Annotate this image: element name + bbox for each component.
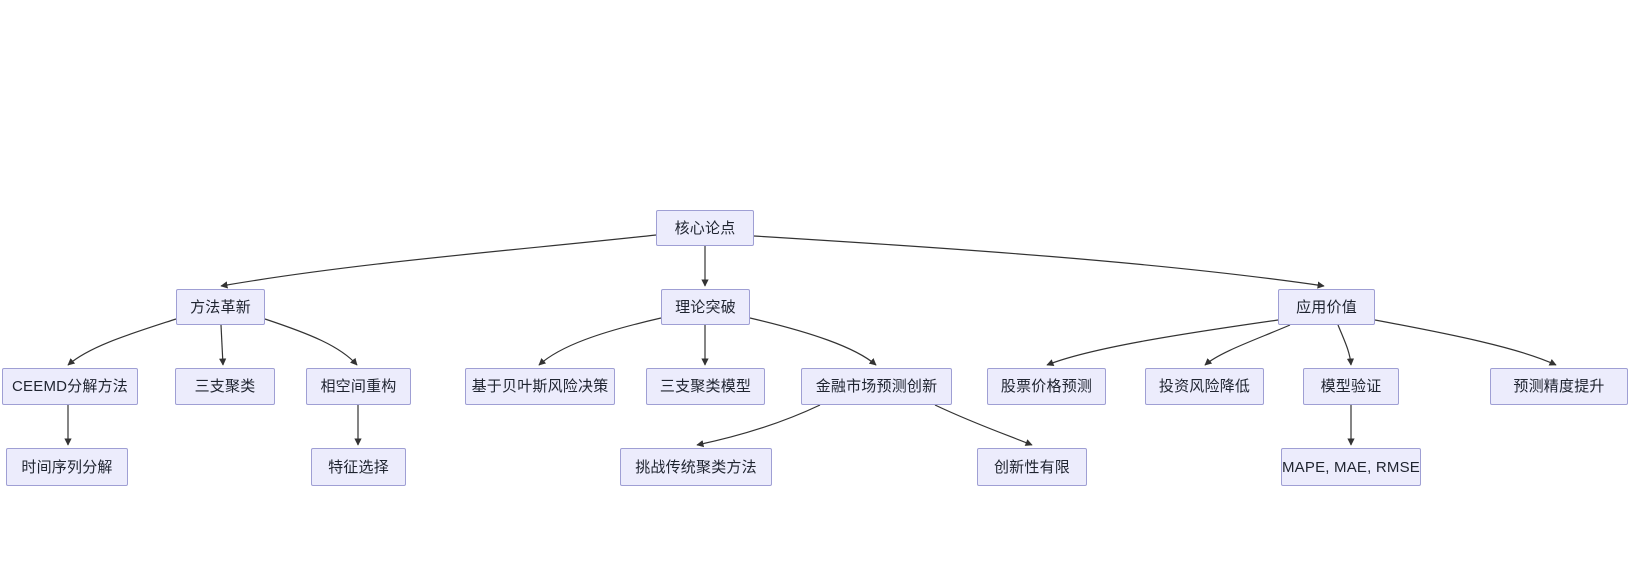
flowchart-node-label: 挑战传统聚类方法 xyxy=(635,458,757,476)
flowchart-edge-root-to-method xyxy=(220,234,657,289)
flowchart-node-label: 模型验证 xyxy=(1320,378,1382,395)
flowchart-node-validate[interactable]: 模型验证 xyxy=(1303,368,1399,405)
flowchart-node-label: 预测精度提升 xyxy=(1513,378,1605,395)
flowchart-edge-finance-to-challenge xyxy=(696,404,821,448)
flowchart-node-label: 投资风险降低 xyxy=(1158,378,1251,395)
flowchart-node-risk[interactable]: 投资风险降低 xyxy=(1145,368,1264,405)
flowchart-node-stock[interactable]: 股票价格预测 xyxy=(987,368,1106,405)
flowchart-node-theory[interactable]: 理论突破 xyxy=(661,289,750,325)
flowchart-node-label: 股票价格预测 xyxy=(1000,378,1093,395)
flowchart-edge-theory-to-finance xyxy=(749,317,877,366)
flowchart-edge-value-to-stock xyxy=(1046,319,1279,366)
flowchart-node-label: 特征选择 xyxy=(328,458,389,476)
flowchart-node-feature[interactable]: 特征选择 xyxy=(311,448,406,486)
flowchart-node-bayes[interactable]: 基于贝叶斯风险决策 xyxy=(465,368,615,405)
flowchart-node-label: CEEMD分解方法 xyxy=(12,378,128,395)
flowchart-node-label: 应用价值 xyxy=(1296,298,1357,316)
flowchart-edge-method-to-ceemd xyxy=(67,318,177,366)
flowchart-edge-method-to-threeway xyxy=(219,324,227,366)
flowchart-node-twmodel[interactable]: 三支聚类模型 xyxy=(646,368,765,405)
flowchart-node-label: 三支聚类 xyxy=(194,378,256,395)
flowchart-edge-root-to-value xyxy=(753,235,1325,289)
flowchart-node-label: 时间序列分解 xyxy=(21,458,113,476)
flowchart-node-label: 核心论点 xyxy=(674,219,736,237)
flowchart-node-label: 创新性有限 xyxy=(993,458,1070,476)
flowchart-node-label: 理论突破 xyxy=(675,298,736,316)
flowchart-edge-value-to-accuracy xyxy=(1374,319,1557,366)
flowchart-node-method[interactable]: 方法革新 xyxy=(176,289,265,325)
flowchart-node-label: MAPE, MAE, RMSE xyxy=(1281,458,1421,476)
flowchart-node-limited[interactable]: 创新性有限 xyxy=(977,448,1087,486)
flowchart-node-metrics[interactable]: MAPE, MAE, RMSE xyxy=(1281,448,1421,486)
flowchart-node-label: 金融市场预测创新 xyxy=(815,378,938,395)
flowchart-node-root[interactable]: 核心论点 xyxy=(656,210,754,246)
flowchart-edge-method-to-phase xyxy=(264,318,358,366)
flowchart-node-threeway[interactable]: 三支聚类 xyxy=(175,368,275,405)
flowchart-node-accuracy[interactable]: 预测精度提升 xyxy=(1490,368,1628,405)
flowchart-node-label: 基于贝叶斯风险决策 xyxy=(471,378,609,395)
flowchart-node-finance[interactable]: 金融市场预测创新 xyxy=(801,368,952,405)
flowchart-node-label: 方法革新 xyxy=(190,298,251,316)
flowchart-node-label: 三支聚类模型 xyxy=(659,378,752,395)
flowchart-node-tsdecomp[interactable]: 时间序列分解 xyxy=(6,448,128,486)
flowchart-node-label: 相空间重构 xyxy=(320,378,397,395)
flowchart-node-ceemd[interactable]: CEEMD分解方法 xyxy=(2,368,138,405)
flowchart-edge-theory-to-bayes xyxy=(538,317,662,366)
flowchart-node-phase[interactable]: 相空间重构 xyxy=(306,368,411,405)
flowchart-node-value[interactable]: 应用价值 xyxy=(1278,289,1375,325)
flowchart-edge-finance-to-limited xyxy=(934,404,1033,446)
flowchart-edge-value-to-risk xyxy=(1204,324,1291,366)
flowchart-edge-value-to-validate xyxy=(1337,324,1355,366)
flowchart-node-challenge[interactable]: 挑战传统聚类方法 xyxy=(620,448,772,486)
